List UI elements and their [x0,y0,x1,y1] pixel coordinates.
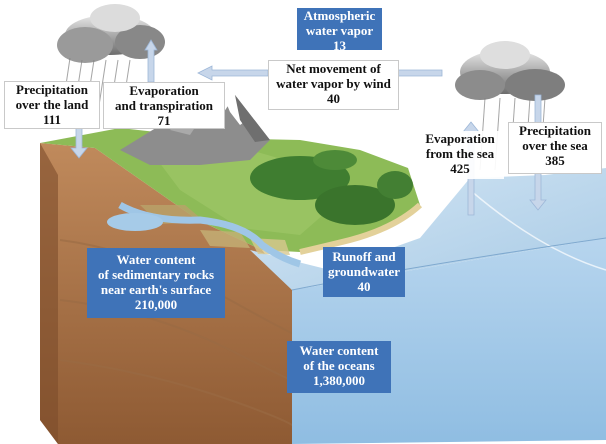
label-sedimentary-rocks: Water content of sedimentary rocks near … [87,248,225,318]
evap-sea-line-2: from the sea [425,146,495,161]
sedimentary-line-3: near earth's surface [100,282,212,297]
sedimentary-value: 210,000 [134,297,178,312]
oceans-line-1: Water content [299,343,379,358]
evaporation-transpiration-arrow [144,39,158,83]
precip-land-line-2: over the land [15,97,89,112]
evap-sea-line-1: Evaporation [425,131,495,146]
right-storm-cloud [455,41,565,171]
label-evaporation-transpiration: Evaporation and transpiration 71 [103,82,225,129]
net-movement-arrow [197,65,269,81]
runoff-value: 40 [357,279,371,294]
label-ocean-water-content: Water content of the oceans 1,380,000 [287,341,391,393]
label-precipitation-sea: Precipitation over the sea 385 [508,122,602,174]
evap-transpiration-line-1: Evaporation [129,83,199,98]
net-movement-line-1: Net movement of [286,61,381,76]
evap-transpiration-value: 71 [157,113,171,128]
net-movement-value: 40 [327,91,340,106]
net-movement-line-2: water vapor by wind [276,76,391,91]
evap-transpiration-line-2: and transpiration [115,98,213,113]
precip-land-value: 111 [42,112,62,127]
runoff-line-2: groundwater [328,264,400,279]
label-net-movement: Net movement of water vapor by wind 40 [268,60,399,110]
precip-land-line-1: Precipitation [16,82,88,97]
precip-sea-line-1: Precipitation [519,123,591,138]
label-evaporation-sea: Evaporation from the sea 425 [416,131,504,179]
land-surface [40,128,423,268]
precip-sea-line-2: over the sea [522,138,588,153]
precipitation-land-arrow [70,127,88,159]
label-runoff-groundwater: Runoff and groundwater 40 [323,247,405,297]
oceans-value: 1,380,000 [313,373,365,388]
sedimentary-line-1: Water content [116,252,196,267]
label-precipitation-land: Precipitation over the land 111 [4,81,100,129]
oceans-line-2: of the oceans [303,358,375,373]
sedimentary-line-2: of sedimentary rocks [97,267,215,282]
runoff-line-1: Runoff and [332,249,396,264]
evap-sea-value: 425 [450,161,470,176]
label-atmospheric-water-vapor: Atmospheric water vapor 13 [297,8,382,53]
atmospheric-line-2: water vapor [305,23,374,38]
precip-sea-value: 385 [545,153,565,168]
atmospheric-line-1: Atmospheric [303,8,376,23]
atmospheric-value: 13 [333,38,346,53]
